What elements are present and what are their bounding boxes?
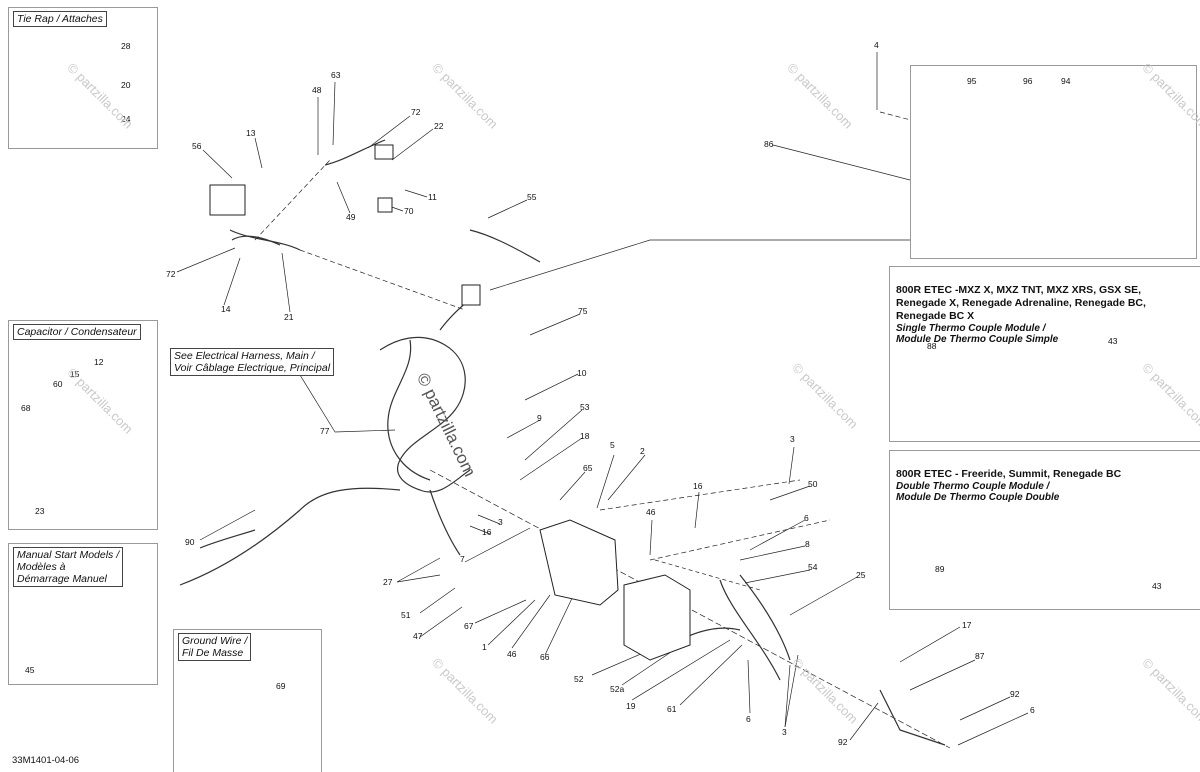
- part-callout: 7: [460, 554, 465, 564]
- part-callout: 51: [401, 610, 411, 620]
- part-callout: 54: [808, 562, 818, 572]
- part-label: 69: [276, 681, 286, 691]
- part-callout: 50: [808, 479, 818, 489]
- ground-wire-box: Ground Wire / Fil De Masse 69: [173, 629, 322, 772]
- part-callout: 61: [667, 704, 677, 714]
- part-label: 43: [1108, 336, 1118, 346]
- part-callout: 6: [804, 513, 809, 523]
- part-label: 43: [1152, 581, 1162, 591]
- tie-rap-title: Tie Rap / Attaches: [13, 11, 107, 27]
- part-callout: 66: [540, 652, 550, 662]
- part-label: 89: [935, 564, 945, 574]
- part-callout: 3: [498, 517, 503, 527]
- part-label: 23: [35, 506, 45, 516]
- ground-wire-title: Ground Wire / Fil De Masse: [178, 633, 252, 661]
- part-callout: 53: [580, 402, 590, 412]
- part-callout: 77: [320, 426, 330, 436]
- part-callout: 46: [646, 507, 656, 517]
- part-label: 28: [121, 41, 131, 51]
- part-label: 88: [927, 341, 937, 351]
- part-callout: 9: [537, 413, 542, 423]
- part-callout: 10: [577, 368, 587, 378]
- part-label: 20: [121, 80, 131, 90]
- part-callout: 52: [574, 674, 584, 684]
- part-callout: 72: [166, 269, 176, 279]
- single-thermo-box: 800R ETEC -MXZ X, MXZ TNT, MXZ XRS, GSX …: [889, 266, 1200, 442]
- single-thermo-heading-text: 800R ETEC -MXZ X, MXZ TNT, MXZ XRS, GSX …: [896, 284, 1146, 322]
- part-callout: 75: [578, 306, 588, 316]
- part-callout: 72: [411, 107, 421, 117]
- part-callout: 14: [221, 304, 231, 314]
- part-label: 94: [1061, 76, 1071, 86]
- part-callout: 22: [434, 121, 444, 131]
- part-callout: 21: [284, 312, 294, 322]
- part-callout: 47: [413, 631, 423, 641]
- part-label: 86: [764, 139, 774, 149]
- part-callout: 52a: [610, 684, 625, 694]
- part-callout: 92: [838, 737, 848, 747]
- single-thermo-heading: 800R ETEC -MXZ X, MXZ TNT, MXZ XRS, GSX …: [896, 271, 1146, 358]
- part-callout: 1: [482, 642, 487, 652]
- part-label: 24: [121, 114, 131, 124]
- part-label: 45: [25, 665, 35, 675]
- part-label: 68: [21, 403, 31, 413]
- part-callout: 92: [1010, 689, 1020, 699]
- part-callout: 25: [856, 570, 866, 580]
- part-callout: 56: [192, 141, 202, 151]
- part-callout: 65: [583, 463, 593, 473]
- gauge-box: 95 96 94: [910, 65, 1197, 259]
- double-thermo-subtitle: Double Thermo Couple Module / Module De …: [896, 481, 1060, 503]
- part-callout: 87: [975, 651, 985, 661]
- part-callout: 4: [874, 40, 879, 50]
- capacitor-title: Capacitor / Condensateur: [13, 324, 141, 340]
- part-callout: 16: [482, 527, 492, 537]
- part-callout: 17: [962, 620, 972, 630]
- double-thermo-heading-text: 800R ETEC - Freeride, Summit, Renegade B…: [896, 468, 1122, 480]
- part-callout: 49: [346, 212, 356, 222]
- part-callout: 19: [626, 701, 636, 711]
- drawing-code: 33M1401-04-06: [12, 755, 80, 766]
- double-thermo-box: 800R ETEC - Freeride, Summit, Renegade B…: [889, 450, 1200, 610]
- part-callout: 2: [640, 446, 645, 456]
- part-label: 15: [70, 369, 80, 379]
- part-callout: 90: [185, 537, 195, 547]
- part-callout: 3: [790, 434, 795, 444]
- part-callout: 63: [331, 70, 341, 80]
- part-callout: 3: [782, 727, 787, 737]
- part-callout: 48: [312, 85, 322, 95]
- part-callout: 13: [246, 128, 256, 138]
- capacitor-box: Capacitor / Condensateur 12 15 60 68 23: [8, 320, 158, 530]
- part-callout: 46: [507, 649, 517, 659]
- single-thermo-subtitle: Single Thermo Couple Module / Module De …: [896, 323, 1059, 345]
- manual-start-title: Manual Start Models / Modèles à Démarrag…: [13, 547, 124, 587]
- part-callout: 18: [580, 431, 590, 441]
- part-callout: 27: [383, 577, 393, 587]
- harness-reference-note: See Electrical Harness, Main / Voir Câbl…: [170, 348, 335, 376]
- part-callout: 11: [428, 192, 437, 202]
- part-callout: 70: [404, 206, 414, 216]
- part-callout: 8: [805, 539, 810, 549]
- manual-start-box: Manual Start Models / Modèles à Démarrag…: [8, 543, 158, 685]
- part-label: 96: [1023, 76, 1033, 86]
- part-callout: 5: [610, 440, 615, 450]
- part-callout: 55: [527, 192, 537, 202]
- tie-rap-box: Tie Rap / Attaches 28 20 24: [8, 7, 158, 149]
- part-callout: 6: [746, 714, 751, 724]
- part-callout: 67: [464, 621, 474, 631]
- part-label: 12: [94, 357, 104, 367]
- double-thermo-heading: 800R ETEC - Freeride, Summit, Renegade B…: [896, 455, 1121, 516]
- part-label: 60: [53, 379, 63, 389]
- part-callout: 16: [693, 481, 703, 491]
- part-label: 95: [967, 76, 977, 86]
- part-callout: 6: [1030, 705, 1035, 715]
